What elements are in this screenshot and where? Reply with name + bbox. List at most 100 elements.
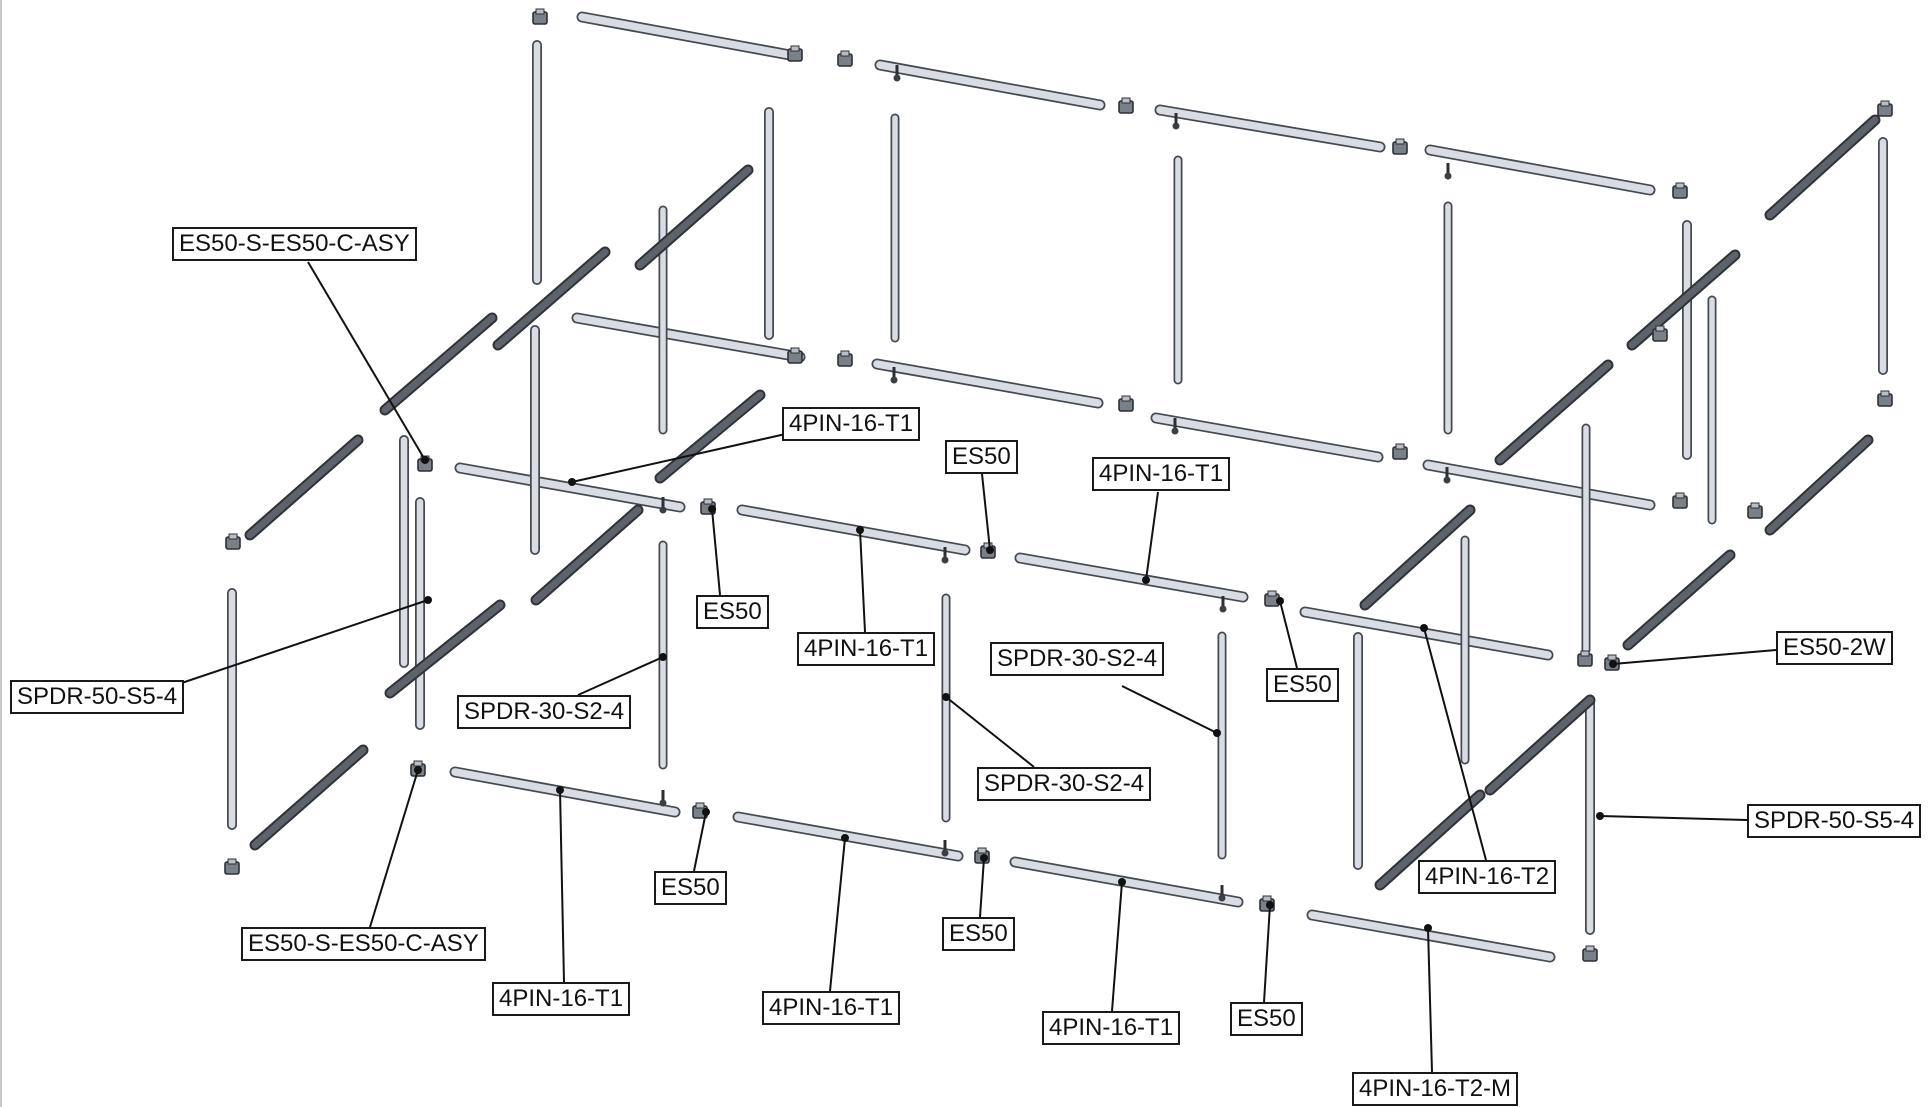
pin-3: [1444, 163, 1452, 180]
front-bottom-rail-3-body: [1011, 858, 1242, 906]
front-bottom-rail-4-body: [1308, 911, 1554, 961]
leader-lines: [139, 261, 1777, 1073]
callout-spdr-50-s5-4-left: SPDR-50-S5-4: [10, 680, 185, 714]
pin-5-tip: [1171, 427, 1179, 435]
mid-back-rail-2: [871, 358, 1104, 409]
mid-back-rail-2-body: [873, 360, 1102, 407]
pin-5: [1171, 418, 1179, 435]
leader-4pin-middle-dot: [856, 526, 864, 534]
depth-left-mid-2: [530, 504, 644, 606]
mid-back-rail-1-body: [573, 314, 804, 361]
leader-spdr-50-left-dot: [424, 596, 432, 604]
callout-4pin-16-t2: 4PIN-16-T2: [1418, 860, 1557, 894]
leader-es50-middle-right-dot: [1276, 597, 1284, 605]
connector-2-cap: [790, 45, 800, 52]
connector-27: [1877, 390, 1893, 407]
mid-back-rail-1: [571, 312, 806, 363]
top-back-rail-4-body: [1426, 146, 1654, 194]
callout-spdr-30-s2-4-center: SPDR-30-S2-4: [977, 767, 1152, 801]
connector-26: [1877, 100, 1893, 117]
depth-left-mid-2-body: [532, 506, 642, 604]
frame-parts: [224, 8, 1893, 963]
leader-es50-s-es50-c-asy-bottom: [369, 766, 422, 928]
top-back-rail-3-body: [1156, 106, 1384, 151]
depth-left-top-1-body: [636, 166, 752, 269]
depth-left-low: [384, 599, 506, 699]
connector-22-cap: [1585, 945, 1595, 952]
callout-es50-middle-left: ES50: [696, 595, 769, 629]
depth-right-bottom-4: [1764, 434, 1874, 536]
connector-10-cap: [1395, 443, 1405, 450]
leader-4pin-upper: [568, 432, 791, 486]
front-bottom-rail-4: [1306, 909, 1556, 963]
pin-9-tip: [1219, 605, 1227, 613]
connector-9: [1118, 395, 1134, 412]
leader-es50-2w-line: [1612, 649, 1777, 665]
pin-11-tip: [941, 849, 949, 857]
leader-spdr-50-right-line: [1599, 815, 1748, 821]
front-bottom-rail-1-body: [451, 768, 679, 816]
callout-4pin-16-t1-lower-middle: 4PIN-16-T1: [762, 991, 901, 1025]
connector-2: [787, 45, 803, 62]
leader-es50-upper-middle-dot: [986, 546, 994, 554]
leader-spdr-30-right-dot: [1213, 729, 1221, 737]
leader-es50-upper-middle: [981, 473, 994, 554]
connector-1-cap: [535, 8, 545, 15]
top-back-rail-2: [874, 59, 1106, 111]
top-back-rail-3: [1154, 104, 1386, 153]
leader-spdr-50-left: [139, 596, 432, 698]
front-mid-rail-2: [736, 504, 971, 556]
leader-spdr-30-right: [1121, 685, 1221, 737]
front-mid-rail-1: [454, 462, 686, 513]
pin-8-tip: [941, 556, 949, 564]
leader-4pin-lower-right: [1111, 878, 1126, 1012]
callout-4pin-16-t1-upper-right: 4PIN-16-T1: [1092, 457, 1231, 491]
depth-right-4-body: [1766, 116, 1879, 219]
leader-es50-lower-middle: [979, 854, 988, 918]
leader-spdr-30-center-line: [945, 696, 1035, 768]
top-back-rail-2-body: [876, 61, 1104, 109]
connector-5: [1392, 138, 1408, 155]
callout-4pin-16-t1-upper: 4PIN-16-T1: [782, 407, 921, 441]
pin-2: [1172, 113, 1180, 130]
connector-11: [1672, 492, 1688, 509]
leader-spdr-30-left-dot: [659, 653, 667, 661]
depth-right-bottom-2: [1484, 694, 1596, 796]
leader-spdr-50-right-dot: [1596, 812, 1604, 820]
leader-4pin-lower-right-line: [1111, 881, 1123, 1012]
leader-es50-middle-left: [708, 505, 721, 596]
depth-right-bottom-4-body: [1766, 436, 1872, 534]
front-bottom-rail-3: [1009, 856, 1244, 908]
depth-right-bottom-2-body: [1486, 696, 1594, 794]
depth-right-1: [1359, 504, 1476, 611]
leader-es50-lower-left-dot: [702, 808, 710, 816]
callout-es50-upper-middle: ES50: [945, 440, 1018, 474]
mid-back-rail-3-body: [1152, 414, 1382, 461]
leader-es50-s-es50-c-asy-top-line: [307, 261, 426, 461]
leader-4pin-upper-dot: [568, 478, 576, 486]
depth-left-bottom: [249, 744, 369, 851]
leader-4pin-lower-left-dot: [556, 786, 564, 794]
depth-right-bottom-1-body: [1376, 791, 1484, 889]
connector-1: [532, 8, 548, 25]
depth-left-mid-body: [246, 436, 362, 539]
leader-es50-lower-right-dot: [1266, 901, 1274, 909]
leader-4pin-t2-m-dot: [1424, 924, 1432, 932]
callout-spdr-50-s5-4-right: SPDR-50-S5-4: [1747, 804, 1922, 838]
leader-4pin-lower-middle-dot: [841, 834, 849, 842]
leader-4pin-middle-line: [859, 529, 866, 633]
connector-23: [225, 533, 241, 550]
connector-22: [1582, 945, 1598, 962]
pin-4-tip: [890, 376, 898, 384]
depth-left-bottom-body: [251, 746, 367, 849]
leader-4pin-lower-left: [556, 786, 565, 983]
top-back-rail-1-body: [578, 13, 794, 59]
leader-es50-lower-right-line: [1263, 904, 1271, 1003]
leader-es50-middle-right-line: [1279, 600, 1298, 669]
depth-right-4: [1764, 114, 1881, 221]
pin-6: [1443, 467, 1451, 484]
connector-10: [1392, 443, 1408, 460]
leader-es50-middle-left-dot: [708, 505, 716, 513]
connector-3: [837, 50, 853, 67]
connector-5-cap: [1395, 138, 1405, 145]
